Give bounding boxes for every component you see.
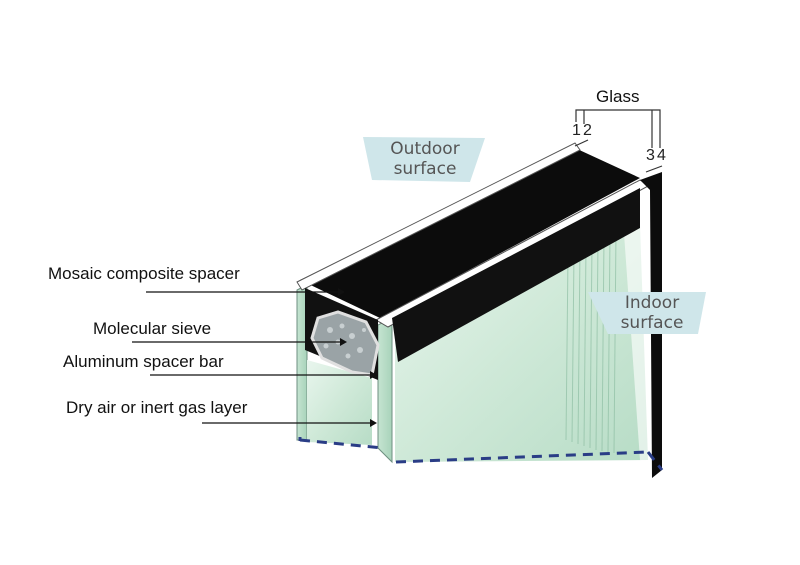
spacer-band-top: [300, 148, 640, 318]
outdoor-surface-tag: [363, 137, 485, 182]
indoor-line1: Indoor: [624, 293, 680, 313]
glass-number-1: 1: [572, 122, 581, 139]
glass-edge-top-outer: [296, 142, 581, 291]
glass-front-left: [307, 360, 372, 445]
dashed-edges: [298, 437, 664, 471]
glass-number-2: 2: [583, 122, 592, 139]
label-mosaic-spacer: Mosaic composite spacer: [48, 264, 240, 283]
leader-arrowheads: [338, 288, 377, 427]
label-gas-layer: Dry air or inert gas layer: [66, 398, 248, 417]
indoor-surface-text: Indoor surface: [602, 293, 702, 333]
glass-number-3: 3: [646, 147, 655, 164]
outdoor-line2: surface: [393, 159, 457, 179]
sieve-dots: [323, 323, 366, 359]
glass-number-4: 4: [657, 147, 666, 164]
spacer-band-inner: [392, 188, 640, 362]
leader-lines: [132, 291, 370, 424]
outdoor-line1: Outdoor: [390, 139, 460, 159]
indoor-surface-tag: [588, 292, 706, 334]
glass-bracket: [574, 109, 663, 173]
label-aluminum-spacer-bar: Aluminum spacer bar: [63, 352, 224, 371]
label-molecular-sieve: Molecular sieve: [93, 319, 212, 338]
outdoor-surface-text: Outdoor surface: [375, 139, 475, 179]
glass-pane-inner: [377, 317, 393, 464]
indoor-line2: surface: [620, 313, 684, 333]
glass-streaks: [565, 230, 617, 454]
glass-title: Glass: [596, 87, 640, 106]
